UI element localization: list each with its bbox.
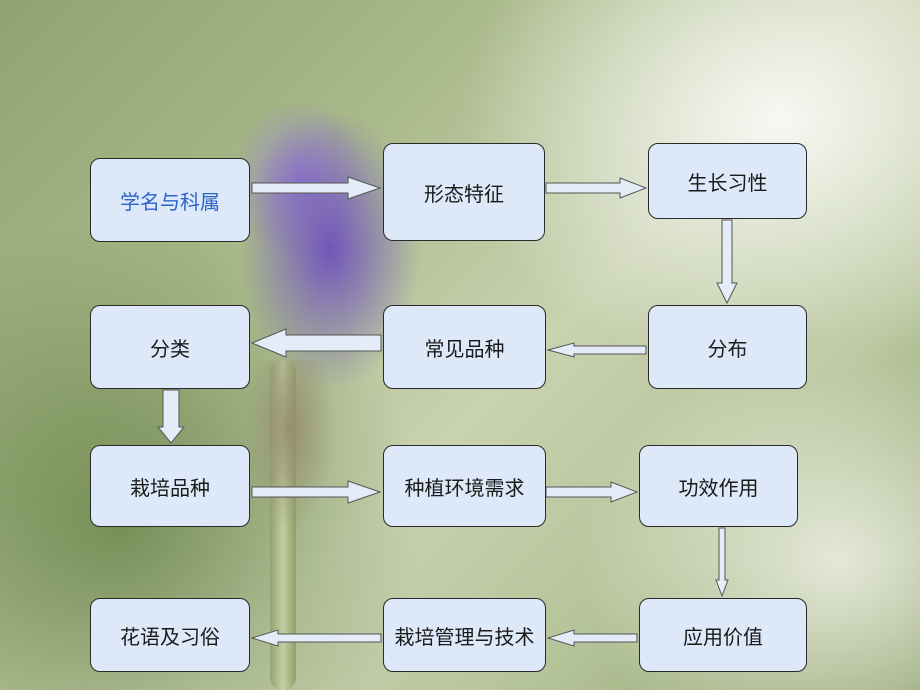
node-cultivation-management[interactable]: 栽培管理与技术 <box>383 598 546 672</box>
node-label: 分布 <box>707 336 748 361</box>
flow-arrow-3 <box>716 219 738 305</box>
node-label: 学名与科属 <box>120 189 220 214</box>
flow-arrow-11 <box>250 629 382 647</box>
node-label: 形态特征 <box>424 181 504 206</box>
node-cultivated-varieties[interactable]: 栽培品种 <box>90 445 250 527</box>
node-planting-environment[interactable]: 种植环境需求 <box>383 445 546 527</box>
flow-arrow-4 <box>546 342 647 358</box>
node-flower-language[interactable]: 花语及习俗 <box>90 598 250 672</box>
node-application-value[interactable]: 应用价值 <box>639 598 807 672</box>
flow-arrow-6 <box>156 389 186 444</box>
flower-bud-shape <box>245 360 335 530</box>
flow-arrow-7 <box>251 480 382 504</box>
node-label: 栽培管理与技术 <box>394 624 535 649</box>
node-common-varieties[interactable]: 常见品种 <box>383 305 546 389</box>
flow-arrow-2 <box>545 177 648 199</box>
node-scientific-name[interactable]: 学名与科属 <box>90 158 250 242</box>
flow-arrow-1 <box>251 176 382 200</box>
flow-arrow-8 <box>545 481 639 503</box>
node-growth-habits[interactable]: 生长习性 <box>648 143 807 219</box>
flow-arrow-5 <box>250 328 382 358</box>
node-morphology[interactable]: 形态特征 <box>383 143 545 241</box>
node-label: 栽培品种 <box>130 475 210 500</box>
node-label: 功效作用 <box>678 475 759 500</box>
flow-arrow-9 <box>715 527 729 598</box>
node-label: 种植环境需求 <box>404 475 525 500</box>
node-efficacy[interactable]: 功效作用 <box>639 445 798 527</box>
node-label: 花语及习俗 <box>120 624 220 649</box>
node-label: 常见品种 <box>424 336 505 361</box>
node-label: 分类 <box>150 336 190 361</box>
node-label: 生长习性 <box>687 170 768 195</box>
node-classification[interactable]: 分类 <box>90 305 250 389</box>
flow-arrow-10 <box>546 629 638 647</box>
node-distribution[interactable]: 分布 <box>648 305 807 389</box>
node-label: 应用价值 <box>683 624 763 649</box>
